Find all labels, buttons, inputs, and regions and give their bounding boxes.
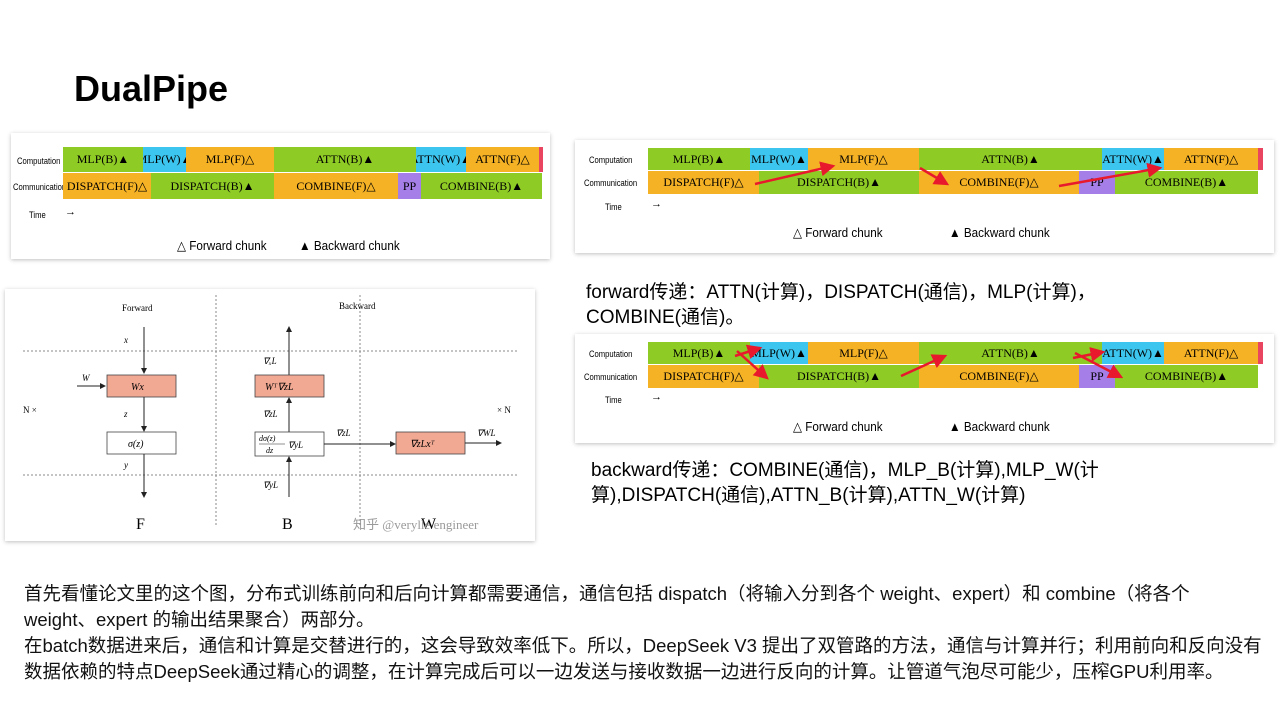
- legend-forward: △ Forward chunk: [793, 225, 883, 240]
- computation-segment: MLP(F)△: [808, 148, 919, 170]
- row-label-computation: Computation: [17, 156, 61, 166]
- row-label-time: Time: [605, 395, 622, 405]
- svg-text:y: y: [123, 460, 128, 470]
- communication-segment: DISPATCH(F)△: [648, 365, 759, 388]
- computation-segment: MLP(B)▲: [648, 148, 750, 170]
- computation-segment: ATTN(W)▲: [1102, 342, 1164, 364]
- backward-caption: backward传递：COMBINE(通信)，MLP_B(计算),MLP_W(计…: [591, 460, 1099, 506]
- communication-segment: PP: [1079, 365, 1115, 388]
- forward-caption: forward传递：ATTN(计算)，DISPATCH(通信)，MLP(计算)，…: [586, 282, 1096, 328]
- svg-text:dz: dz: [266, 446, 274, 455]
- end-marker: [539, 147, 543, 172]
- bottom-label-f: F: [136, 516, 145, 533]
- backward-label: Backward: [339, 301, 376, 311]
- flow-arrow: [736, 350, 769, 380]
- computation-segment: MLP(F)△: [808, 342, 919, 364]
- bottom-label-b: B: [282, 516, 293, 533]
- time-arrow-icon: →: [65, 206, 76, 218]
- flow-arrow: [734, 344, 763, 359]
- svg-text:W: W: [82, 373, 91, 383]
- computation-segment: ATTN(F)△: [1164, 342, 1258, 364]
- flow-arrow: [1058, 162, 1163, 188]
- row-label-computation: Computation: [589, 349, 633, 359]
- svg-text:∇yL: ∇yL: [288, 440, 303, 450]
- svg-text:∇yL: ∇yL: [263, 480, 278, 490]
- computation-segment: MLP(B)▲: [63, 147, 143, 172]
- forward-label: Forward: [122, 303, 153, 313]
- computation-segment: MLP(W)▲: [750, 148, 808, 170]
- time-arrow-icon: →: [651, 198, 662, 210]
- row-label-communication: Communication: [13, 182, 67, 192]
- communication-segment: DISPATCH(B)▲: [759, 171, 919, 194]
- bottom-label-w: W: [421, 516, 437, 533]
- paragraph: 在batch数据进来后，通信和计算是交替进行的，这会导致效率低下。所以，Deep…: [24, 635, 1262, 682]
- svg-text:dσ(z): dσ(z): [259, 434, 276, 443]
- computation-segment: MLP(W)▲: [750, 342, 808, 364]
- svg-text:∇zL: ∇zL: [336, 428, 351, 438]
- svg-text:x: x: [123, 335, 128, 345]
- communication-segment: DISPATCH(B)▲: [151, 173, 274, 199]
- communication-segment: COMBINE(B)▲: [1115, 365, 1258, 388]
- computation-segment: MLP(F)△: [186, 147, 274, 172]
- communication-segment: DISPATCH(F)△: [63, 173, 151, 199]
- svg-text:WᵀᐁzL: WᵀᐁzL: [265, 382, 294, 393]
- svg-text:σ(z): σ(z): [128, 439, 144, 450]
- communication-segment: PP: [398, 173, 421, 199]
- legend-forward: △ Forward chunk: [793, 419, 883, 434]
- legend-backward: ▲ Backward chunk: [949, 419, 1050, 434]
- flow-arrow: [1072, 347, 1106, 362]
- svg-text:∇ₓL: ∇ₓL: [263, 356, 277, 366]
- flow-arrow: [900, 354, 948, 378]
- end-marker: [1258, 342, 1263, 364]
- computation-segment: MLP(B)▲: [648, 342, 750, 364]
- schedule-panel-original: Computation Communication Time → MLP(B)▲…: [11, 133, 550, 259]
- computation-segment: ATTN(B)▲: [919, 342, 1102, 364]
- svg-text:∇WL: ∇WL: [477, 428, 496, 438]
- watermark: 知乎 @verylle engineer: [353, 517, 479, 532]
- communication-segment: COMBINE(F)△: [919, 171, 1079, 194]
- flow-arrows: [754, 161, 1163, 188]
- legend-backward: ▲ Backward chunk: [299, 238, 400, 253]
- n-right-label: × N: [497, 405, 511, 415]
- explanation-text: 首先看懂论文里的这个图，分布式训练前向和后向计算都需要通信，通信包括 dispa…: [24, 581, 1264, 685]
- fbw-diagram: Forward Backward N × × N x W Wx z σ(z) y…: [5, 289, 535, 541]
- communication-segment: COMBINE(B)▲: [421, 173, 542, 199]
- svg-text:z: z: [123, 409, 128, 419]
- svg-text:Wx: Wx: [131, 382, 144, 393]
- row-label-communication: Communication: [584, 178, 638, 188]
- row-label-time: Time: [29, 210, 46, 220]
- computation-segment: ATTN(F)△: [466, 147, 539, 172]
- row-label-communication: Communication: [584, 372, 638, 382]
- flow-arrow: [754, 161, 836, 186]
- legend-forward: △ Forward chunk: [177, 238, 267, 253]
- computation-segment: ATTN(B)▲: [919, 148, 1102, 170]
- flow-arrow: [919, 166, 950, 186]
- computation-segment: ATTN(W)▲: [416, 147, 466, 172]
- schedule-panel-forward: Computation Communication Time → MLP(B)▲…: [575, 140, 1274, 253]
- end-marker: [1258, 148, 1263, 170]
- fbw-diagram-svg: Forward Backward N × × N x W Wx z σ(z) y…: [23, 295, 517, 533]
- svg-text:∇zLxᵀ: ∇zLxᵀ: [410, 439, 436, 450]
- computation-segment: ATTN(F)△: [1164, 148, 1258, 170]
- communication-segment: COMBINE(B)▲: [1115, 171, 1258, 194]
- computation-segment: MLP(W)▲: [143, 147, 186, 172]
- schedule-panel-backward: Computation Communication Time → MLP(B)▲…: [575, 334, 1274, 443]
- svg-text:∇zL: ∇zL: [263, 409, 278, 419]
- communication-segment: DISPATCH(F)△: [648, 171, 759, 194]
- communication-segment: COMBINE(F)△: [274, 173, 398, 199]
- flow-arrows: [734, 344, 1124, 380]
- legend-backward: ▲ Backward chunk: [949, 225, 1050, 240]
- flow-arrow: [1074, 351, 1124, 379]
- computation-segment: ATTN(B)▲: [274, 147, 416, 172]
- paragraph: 首先看懂论文里的这个图，分布式训练前向和后向计算都需要通信，通信包括 dispa…: [24, 583, 1190, 630]
- page-title: DualPipe: [74, 68, 229, 109]
- row-label-time: Time: [605, 202, 622, 212]
- communication-segment: DISPATCH(B)▲: [759, 365, 919, 388]
- row-label-computation: Computation: [589, 155, 633, 165]
- time-arrow-icon: →: [651, 391, 662, 403]
- communication-segment: COMBINE(F)△: [919, 365, 1079, 388]
- n-left-label: N ×: [23, 405, 37, 415]
